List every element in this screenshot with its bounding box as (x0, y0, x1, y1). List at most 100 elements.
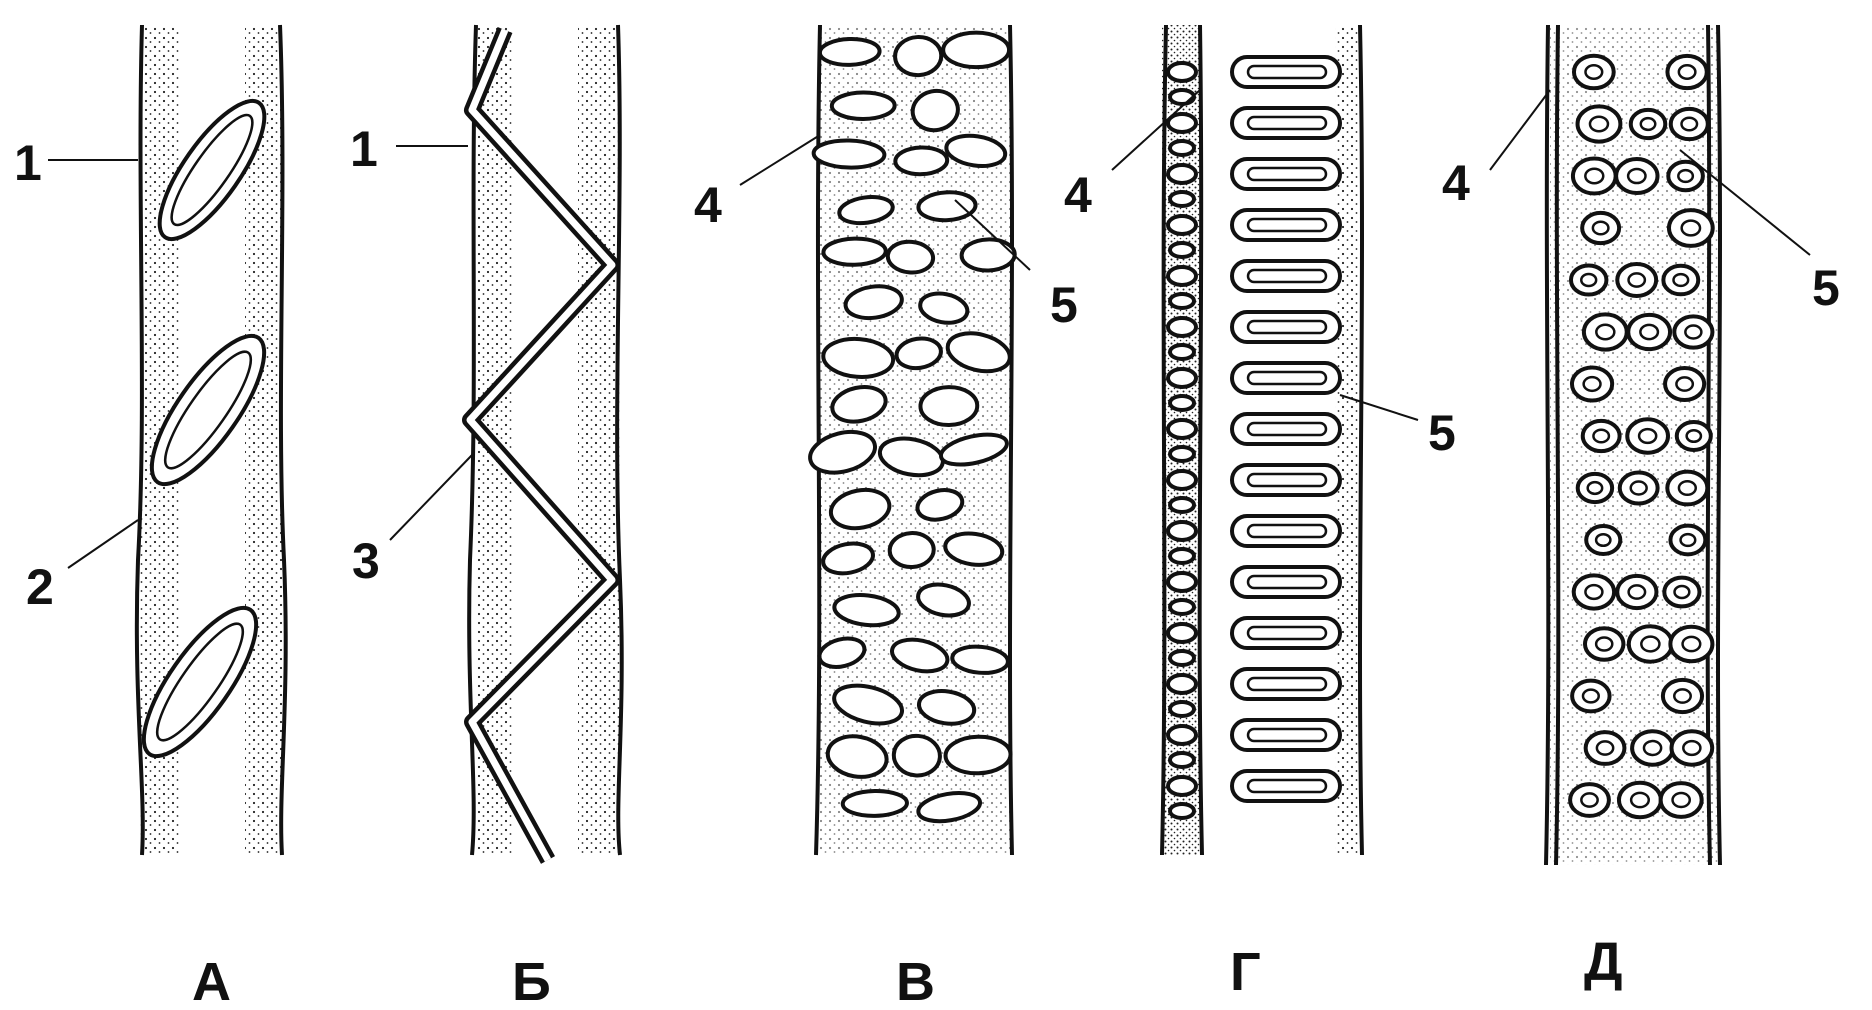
bordered-pit (1578, 106, 1621, 141)
bordered-pit (1674, 316, 1712, 347)
reticulate-opening (832, 92, 895, 119)
vessel-v-wall-right (1010, 25, 1012, 855)
vessel-g-wall-inner (1200, 25, 1202, 855)
reticulate-opening (918, 191, 977, 222)
bordered-pit (1671, 109, 1708, 139)
reticulate-opening (820, 38, 880, 66)
bordered-pit (1668, 162, 1703, 190)
vessel-g-wall-right (1360, 25, 1362, 855)
lateral-pit (1170, 192, 1194, 206)
vessel-caption: Г (1230, 942, 1261, 1002)
lateral-pit (1170, 702, 1194, 716)
lateral-pit (1168, 726, 1196, 744)
lateral-pit (1170, 804, 1194, 818)
bordered-pit (1586, 526, 1620, 554)
bordered-pit (1629, 626, 1672, 661)
vessel-caption: Д (1584, 932, 1622, 992)
reticulate-opening (943, 33, 1009, 68)
label-number: 5 (1428, 405, 1456, 461)
reticulate-opening (920, 387, 977, 426)
reticulate-opening (889, 532, 935, 568)
lateral-pit (1170, 396, 1194, 410)
lateral-pit (1168, 63, 1196, 81)
lateral-pit (1168, 267, 1196, 285)
bordered-pit (1585, 628, 1623, 660)
lateral-pit (1168, 420, 1196, 438)
bordered-pit (1570, 784, 1609, 816)
bordered-pit (1632, 731, 1673, 765)
bordered-pit (1616, 159, 1657, 193)
lateral-pit (1168, 573, 1196, 591)
leader-line (1490, 90, 1550, 170)
vessel-g-wall-left (1162, 25, 1166, 855)
lateral-pit (1170, 447, 1194, 461)
lateral-pit (1168, 675, 1196, 693)
lateral-pit (1168, 624, 1196, 642)
bordered-pit (1665, 368, 1704, 400)
lateral-pit (1170, 498, 1194, 512)
bordered-pit (1617, 576, 1656, 608)
bordered-pit (1677, 422, 1711, 450)
bordered-pit (1670, 526, 1705, 555)
lateral-pit (1170, 549, 1194, 563)
reticulate-opening (894, 36, 942, 76)
vessel-d-wall-right (1718, 25, 1720, 865)
bordered-pit (1661, 783, 1702, 817)
reticulate-opening (843, 790, 908, 816)
bordered-pit (1664, 578, 1699, 607)
bordered-pit (1617, 264, 1656, 296)
vessel-a: 1 2 А (14, 25, 286, 1010)
reticulate-opening (945, 736, 1011, 774)
reticulate-opening (823, 238, 886, 266)
reticulate-opening (892, 734, 941, 777)
bordered-pit (1572, 368, 1612, 401)
vessel-b: 1 3 Б (350, 25, 622, 1010)
bordered-pit (1670, 627, 1712, 661)
bordered-pit (1583, 421, 1620, 451)
vessel-b-stipple-right (578, 25, 620, 855)
label-number: 2 (26, 559, 54, 615)
vessel-caption: А (192, 952, 231, 1010)
leader-line (68, 520, 138, 568)
vessel-v: 4 5 В (694, 25, 1078, 1010)
lateral-pit (1170, 651, 1194, 665)
vessel-g: 4 5 Г (1064, 25, 1456, 1002)
lateral-pit (1170, 90, 1194, 104)
lateral-pit (1168, 369, 1196, 387)
lateral-pit (1170, 243, 1194, 257)
reticulate-opening (895, 147, 948, 175)
bordered-pit (1663, 680, 1702, 712)
vessel-d-wall-left (1546, 25, 1548, 865)
leader-line (740, 135, 820, 185)
bordered-pit (1573, 158, 1616, 193)
bordered-pit (1584, 314, 1627, 349)
bordered-pit (1667, 56, 1706, 88)
reticulate-opening (887, 240, 935, 274)
bordered-pit (1578, 474, 1612, 502)
bordered-pit (1619, 783, 1661, 817)
lateral-pit (1168, 471, 1196, 489)
bordered-pit (1620, 472, 1658, 503)
bordered-pit (1671, 731, 1712, 764)
vessel-caption: Б (512, 952, 551, 1010)
label-number: 1 (14, 135, 42, 191)
label-number: 4 (1064, 167, 1092, 223)
bordered-pit (1631, 110, 1666, 138)
bordered-pit (1667, 472, 1707, 505)
bordered-pit (1586, 732, 1625, 764)
lateral-pit (1168, 777, 1196, 795)
bordered-pit (1627, 419, 1668, 452)
label-number: 5 (1050, 277, 1078, 333)
bordered-pit (1663, 266, 1698, 295)
lateral-pit (1168, 114, 1196, 132)
lateral-pit (1168, 165, 1196, 183)
bordered-pit (1574, 575, 1614, 608)
reticulate-opening (961, 239, 1015, 272)
lateral-pit (1170, 345, 1194, 359)
lateral-pit (1168, 522, 1196, 540)
lateral-pit (1170, 753, 1194, 767)
lateral-pit (1170, 600, 1194, 614)
reticulate-opening (813, 140, 884, 169)
label-number: 3 (352, 533, 380, 589)
